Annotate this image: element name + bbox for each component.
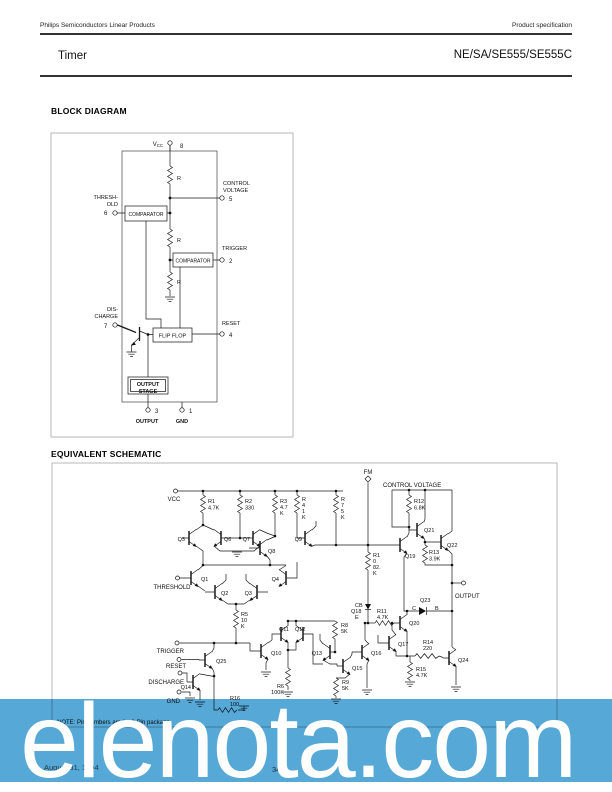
q7-label: Q7	[243, 537, 250, 543]
gnd-label: GND	[176, 419, 188, 425]
header-rule-top	[40, 33, 572, 35]
q23-c-label: C	[412, 606, 416, 612]
reset-label: RESET	[222, 321, 241, 327]
q5-label: Q5	[178, 537, 185, 543]
flipflop-label: FLIP FLOP	[159, 334, 187, 340]
q2-label: Q2	[221, 591, 228, 597]
q17-label: Q17	[398, 642, 408, 648]
pin-6: 6	[104, 211, 108, 217]
q13-label: Q13	[312, 651, 322, 657]
q15-label: Q15	[352, 666, 362, 672]
watermark-band	[0, 699, 612, 782]
q3-label: Q3	[245, 591, 252, 597]
q18-cb-label: CB	[355, 603, 363, 609]
q20-label: Q20	[409, 621, 419, 627]
q22-label: Q22	[447, 543, 457, 549]
fm-label: FM	[364, 470, 373, 476]
q8-label: Q8	[268, 549, 275, 555]
comparator1-label: COMPARATOR	[128, 212, 163, 218]
q18-label: Q18	[351, 609, 361, 615]
r1-label: R	[177, 176, 181, 182]
pin-7: 7	[104, 324, 108, 330]
q23-label: Q23	[420, 598, 430, 604]
q4-label: Q4	[272, 577, 279, 583]
header-rule-bottom	[40, 75, 572, 77]
trigger-label: TRIGGER	[157, 649, 185, 655]
pin-3: 3	[155, 409, 159, 415]
q23-b-label: B	[435, 606, 439, 612]
discharge-label: DIS-CHARGE	[94, 307, 118, 320]
q9-label: Q9	[295, 537, 302, 543]
r3-label: R	[177, 280, 181, 286]
product-title: Timer	[58, 50, 87, 62]
comparator2-label: COMPARATOR	[175, 259, 210, 265]
block-diagram	[50, 132, 294, 438]
control-voltage-label: CONTROL VOLTAGE	[383, 483, 441, 489]
discharge-label: DISCHARGE	[148, 680, 184, 686]
pin-2: 2	[229, 259, 233, 265]
r2-label: R	[177, 238, 181, 244]
output-label: OUTPUT	[455, 594, 480, 600]
threshold-label: THRESHOLD	[153, 585, 191, 591]
q6-label: Q6	[224, 537, 231, 543]
pin-5: 5	[229, 197, 233, 203]
pin-8: 8	[180, 144, 184, 150]
schematic-title: EQUIVALENT SCHEMATIC	[51, 449, 162, 459]
q14-label: Q14	[181, 685, 191, 691]
q19-label: Q19	[405, 554, 415, 560]
q16-label: Q16	[371, 651, 381, 657]
vcc-label: VCC	[153, 142, 163, 148]
q21-label: Q21	[424, 528, 434, 534]
block-diagram-title: BLOCK DIAGRAM	[51, 106, 127, 116]
header-right: Product specification	[512, 22, 572, 29]
q25-label: Q25	[216, 659, 226, 665]
watermark-text: elenota.com	[20, 682, 577, 792]
q24-label: Q24	[458, 658, 468, 664]
pin-1: 1	[189, 409, 193, 415]
q10-label: Q10	[271, 651, 281, 657]
reset-label: RESET	[166, 664, 186, 670]
output-label: OUTPUT	[136, 419, 159, 425]
q18-e-label: E	[355, 615, 359, 621]
trigger-label: TRIGGER	[222, 246, 247, 252]
header-left: Philips Semiconductors Linear Products	[40, 22, 155, 29]
part-number: NE/SA/SE555/SE555C	[453, 49, 572, 61]
vcc-label: VCC	[168, 497, 181, 503]
q12-label: Q12	[295, 627, 305, 633]
q11-label: Q11	[279, 627, 289, 633]
q1-label: Q1	[201, 577, 208, 583]
threshold-label: THRESH-OLD	[94, 195, 119, 208]
pin-4: 4	[229, 333, 233, 339]
